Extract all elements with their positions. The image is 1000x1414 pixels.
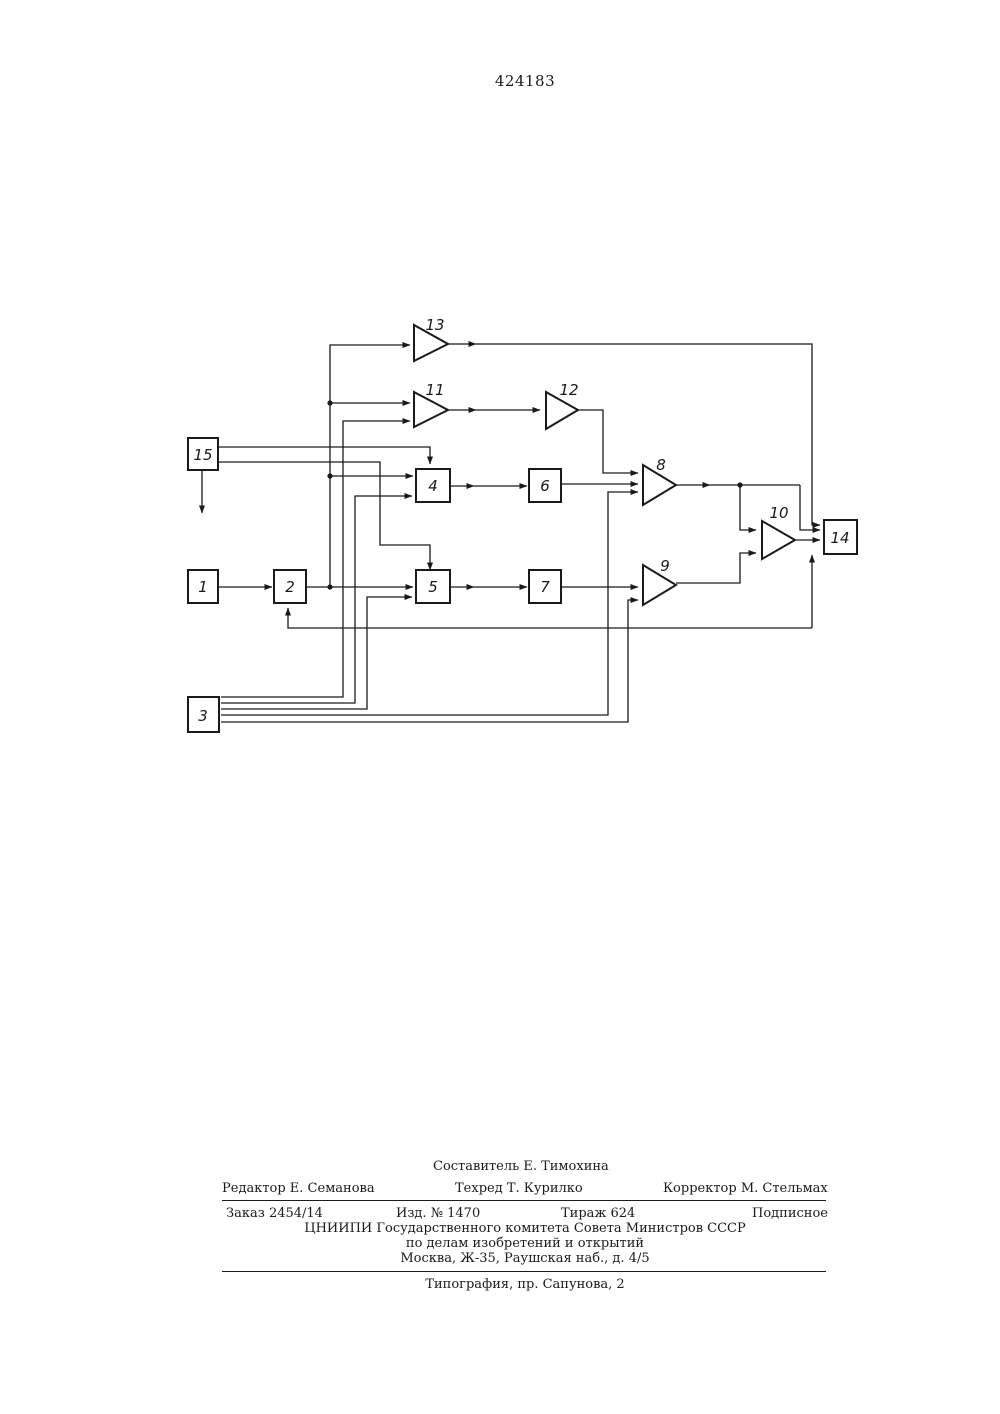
block-4-label: 4 — [428, 477, 438, 495]
amplifier-13-label: 13 — [425, 316, 444, 334]
imprint-print-run: Тираж 624 — [561, 1206, 635, 1221]
connection-lines — [202, 344, 820, 722]
imprint-techred: Техред Т. Курилко — [455, 1181, 583, 1196]
imprint-address: Москва, Ж-35, Раушская наб., д. 4/5 — [0, 1251, 1000, 1266]
imprint-rule-bottom — [222, 1271, 826, 1272]
amplifier-12-label: 12 — [559, 381, 578, 399]
amplifier-11-label: 11 — [425, 381, 444, 399]
imprint-compiler: Составитель Е. Тимохина — [433, 1159, 609, 1174]
imprint-printer: Типография, пр. Сапунова, 2 — [0, 1277, 1000, 1292]
imprint-department: по делам изобретений и открытий — [0, 1236, 1000, 1251]
amplifiers — [414, 325, 795, 605]
amplifier-10-label: 10 — [769, 504, 788, 522]
imprint-corrector: Корректор М. Стельмах — [663, 1181, 828, 1196]
amplifier-10 — [762, 521, 795, 559]
imprint-order: Заказ 2454/14 — [226, 1206, 323, 1221]
block-7-label: 7 — [540, 578, 550, 596]
amplifier-8-label: 8 — [656, 456, 666, 474]
imprint-rule-top — [222, 1200, 826, 1201]
amplifier-9-label: 9 — [660, 557, 670, 575]
imprint-institute: ЦНИИПИ Государственного комитета Совета … — [0, 1221, 1000, 1236]
block-2-label: 2 — [285, 578, 295, 596]
block-5-label: 5 — [428, 578, 438, 596]
imprint-subscription: Подписное — [752, 1206, 828, 1221]
block-1-label: 1 — [198, 578, 208, 596]
block-diagram: 15 1 2 3 4 5 6 7 14 13 11 12 8 9 10 — [0, 0, 1000, 760]
block-3-label: 3 — [198, 707, 208, 725]
block-6-label: 6 — [540, 477, 550, 495]
block-15-label: 15 — [193, 446, 212, 464]
imprint-editor: Редактор Е. Семанова — [222, 1181, 375, 1196]
block-14-label: 14 — [830, 529, 849, 547]
imprint-edition: Изд. № 1470 — [396, 1206, 480, 1221]
